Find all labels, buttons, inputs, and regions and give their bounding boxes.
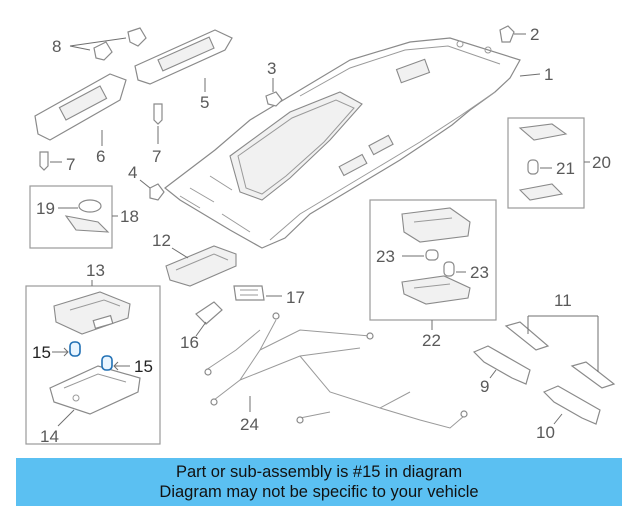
callout-20: 20: [592, 153, 611, 172]
banner-line-2: Diagram may not be specific to your vehi…: [159, 483, 479, 501]
console-lower-part-14[interactable]: [49, 365, 141, 415]
screw-part-7b[interactable]: [153, 103, 163, 125]
bulb-part-23a[interactable]: [425, 249, 439, 261]
bulb-part-15a[interactable]: [69, 341, 81, 357]
info-banner: Part or sub-assembly is #15 in diagram D…: [16, 458, 622, 506]
callout-3: 3: [267, 59, 276, 78]
callout-23b: 23: [470, 263, 489, 282]
bulb-part-23b[interactable]: [443, 261, 455, 277]
grab-handle-part-9[interactable]: [472, 345, 531, 385]
callout-16: 16: [180, 333, 199, 352]
group-box-22: [369, 199, 497, 321]
callout-13: 13: [86, 261, 105, 280]
wire-harness-part-24[interactable]: [204, 312, 468, 429]
callout-5: 5: [200, 93, 209, 112]
clip-part-4[interactable]: [149, 183, 165, 201]
lamp-lens-part-22[interactable]: [401, 275, 471, 305]
callout-8: 8: [52, 37, 61, 56]
lamp-part-18[interactable]: [64, 215, 110, 233]
group-box-20: [507, 117, 585, 209]
callout-1: 1: [544, 65, 553, 84]
callout-18: 18: [120, 207, 139, 226]
callout-19: 19: [36, 199, 55, 218]
lens-part-19[interactable]: [78, 199, 102, 213]
callout-23a: 23: [376, 247, 395, 266]
switch-part-20[interactable]: [518, 123, 568, 141]
callout-22: 22: [422, 331, 441, 350]
screw-part-7a[interactable]: [39, 151, 49, 171]
callout-6: 6: [96, 147, 105, 166]
callout-15b: 15: [134, 357, 153, 376]
parts-diagram: 1 2 3 5 6 8 7 7 4: [25, 25, 616, 446]
bulb-part-15b[interactable]: [101, 355, 113, 371]
clip-part-2[interactable]: [499, 25, 515, 43]
group-box-18: [29, 185, 113, 249]
callout-14: 14: [40, 427, 59, 446]
strip-part-16[interactable]: [195, 301, 223, 325]
callout-7b: 7: [152, 147, 161, 166]
callout-11: 11: [554, 291, 572, 310]
lamp-part-20[interactable]: [518, 183, 564, 201]
console-part-12[interactable]: [165, 245, 237, 287]
bracket-part-11-left[interactable]: [504, 321, 550, 351]
headliner-part[interactable]: [164, 37, 521, 249]
callout-15a: 15: [32, 343, 51, 362]
bracket-part-11-right[interactable]: [570, 361, 616, 389]
map-lamp-part-22[interactable]: [401, 207, 471, 243]
console-upper-part[interactable]: [53, 291, 131, 335]
callout-9: 9: [480, 377, 489, 396]
clip-part-3[interactable]: [265, 91, 283, 107]
callout-17: 17: [286, 288, 305, 307]
visor-hinge-part-8[interactable]: [93, 27, 147, 61]
callout-4: 4: [128, 163, 137, 182]
group-box-13: [25, 285, 161, 445]
bulb-part-21[interactable]: [527, 159, 539, 175]
callout-12: 12: [152, 231, 171, 250]
sun-visor-part-5[interactable]: [134, 29, 233, 85]
callout-24: 24: [240, 415, 259, 434]
banner-line-1: Part or sub-assembly is #15 in diagram: [175, 463, 463, 481]
sun-visor-part-6[interactable]: [34, 73, 127, 141]
grab-handle-part-10[interactable]: [542, 385, 601, 425]
callout-2: 2: [530, 25, 539, 44]
callout-21: 21: [556, 159, 575, 178]
callout-7a: 7: [66, 155, 75, 174]
callout-10: 10: [536, 423, 555, 442]
bracket-part-17[interactable]: [233, 285, 265, 301]
